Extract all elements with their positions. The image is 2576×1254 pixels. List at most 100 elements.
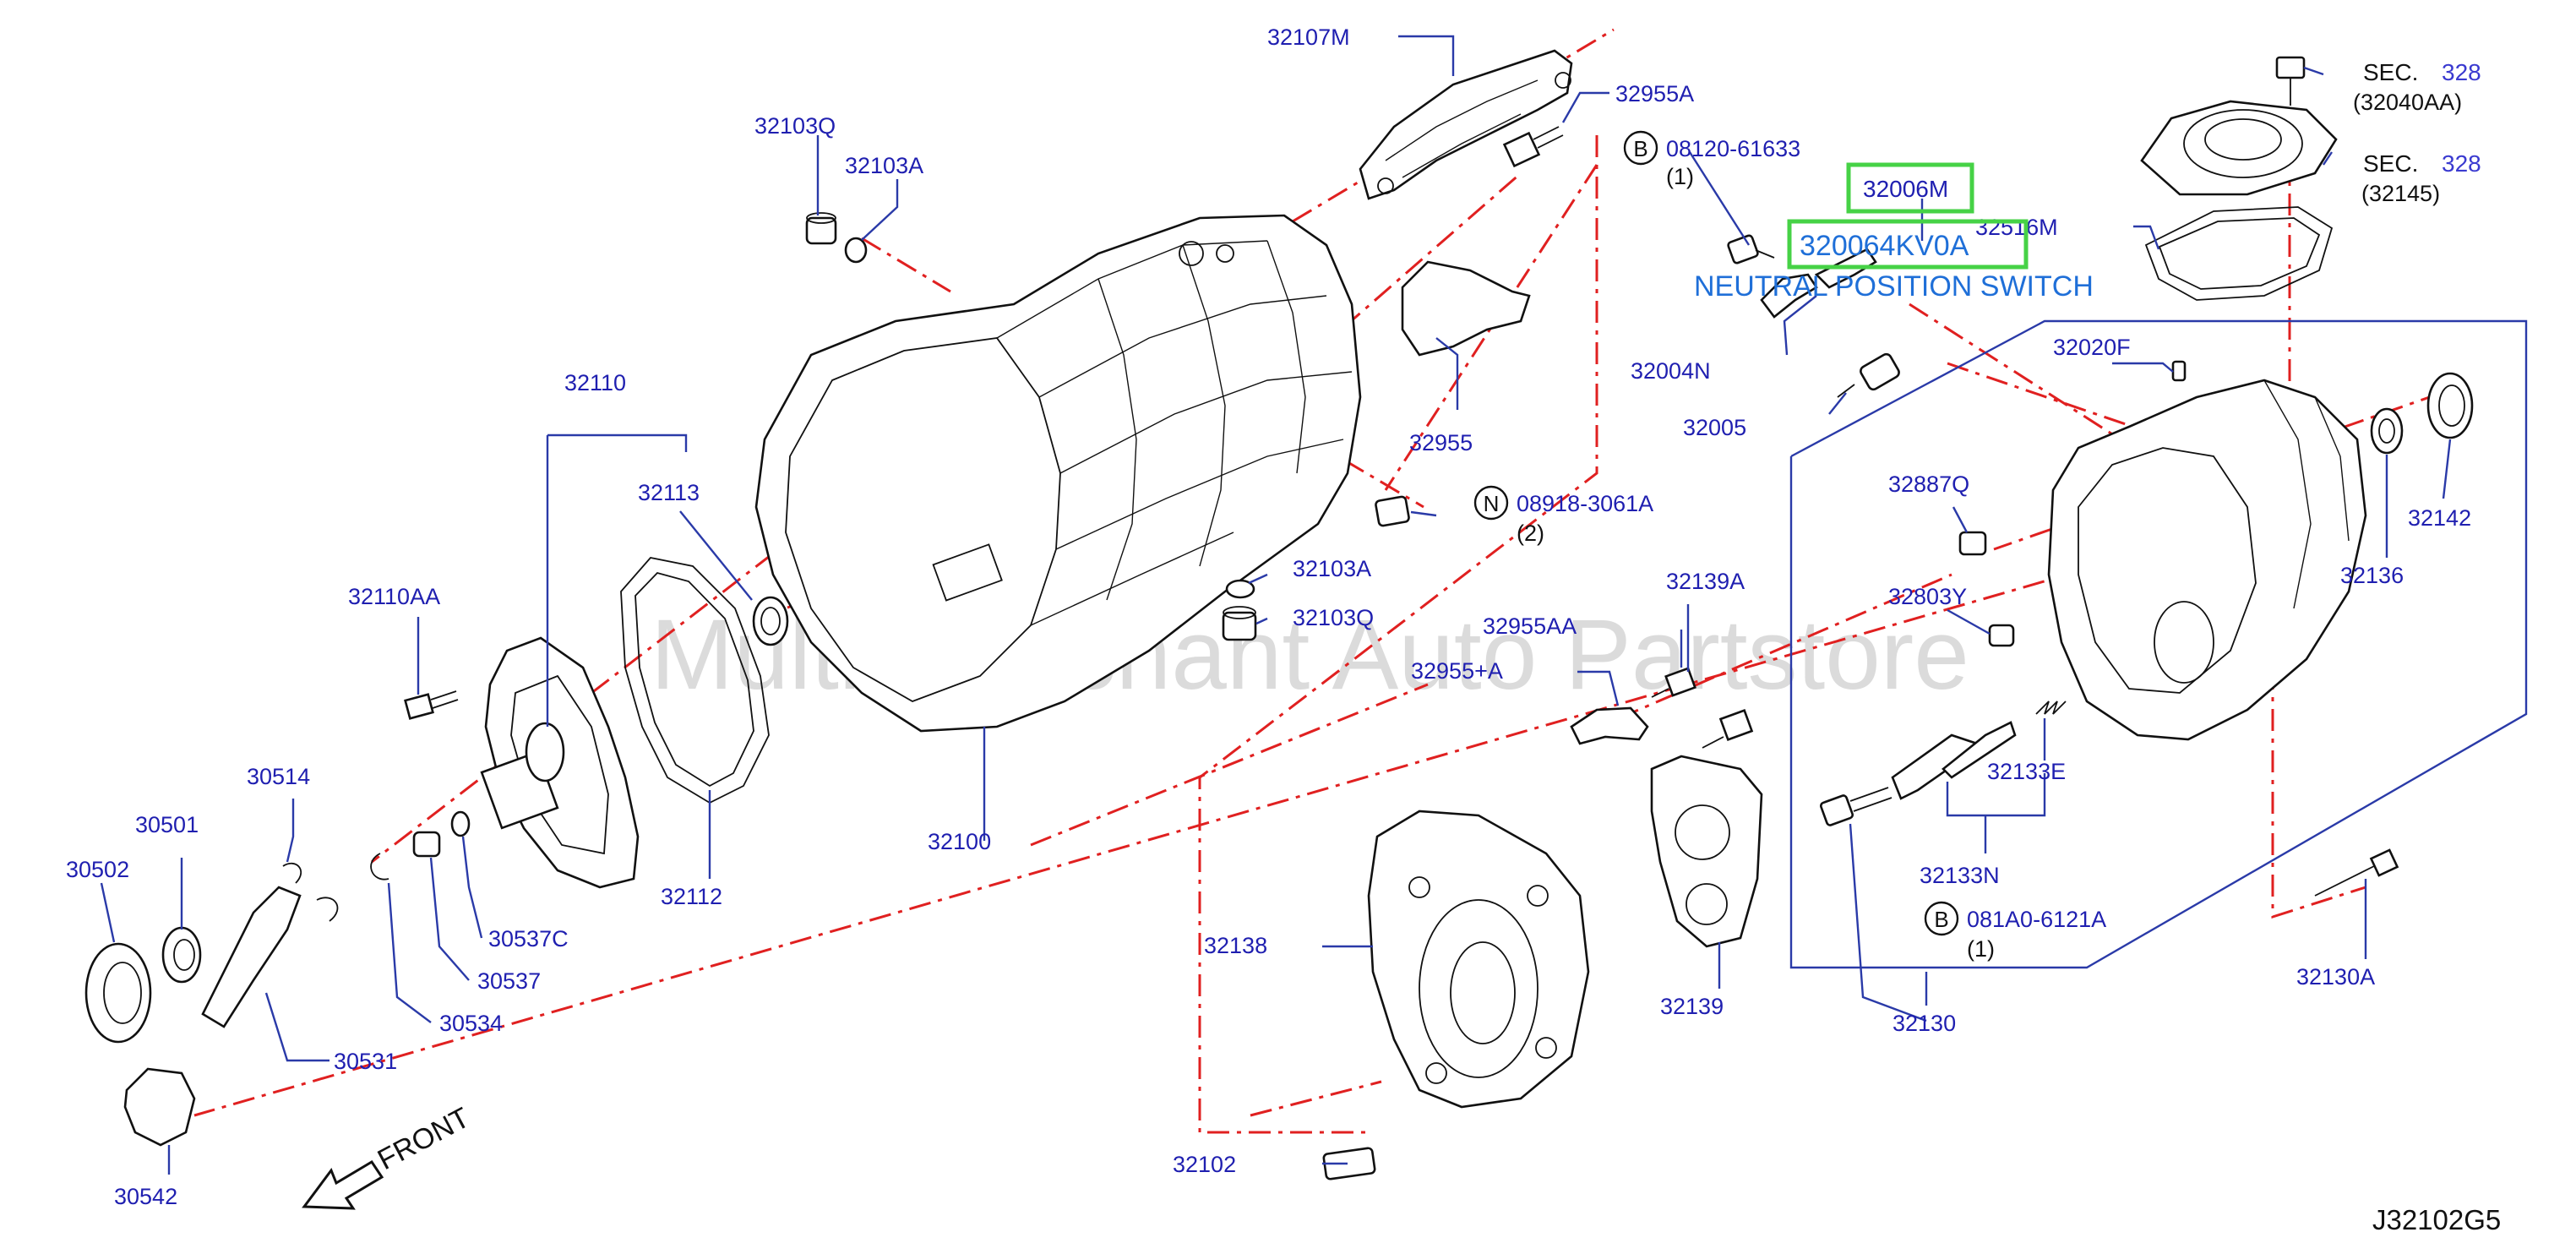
bushing-32887Q[interactable] bbox=[1958, 531, 1987, 556]
label-32955-plus-A[interactable]: 32955+A bbox=[1411, 658, 1503, 684]
fastener-08120-61633[interactable]: B 08120-61633 (1) bbox=[1623, 130, 1800, 189]
bracket-32955-plus-A[interactable] bbox=[1570, 706, 1649, 745]
clip-30534[interactable] bbox=[370, 853, 389, 881]
highlighted-part[interactable]: 32006M 320064KV0A NEUTRAL POSITION SWITC… bbox=[1694, 162, 2094, 303]
spring-30514[interactable] bbox=[282, 862, 339, 922]
lever-32133N[interactable] bbox=[1891, 721, 2017, 800]
fork-30531[interactable] bbox=[201, 886, 302, 1028]
fastener-qty: (1) bbox=[1666, 164, 1694, 189]
plug-08918-3061A[interactable] bbox=[1375, 495, 1410, 527]
pin-32020F[interactable] bbox=[2171, 360, 2187, 382]
front-cover-32110[interactable] bbox=[480, 636, 640, 889]
boot-30542[interactable] bbox=[123, 1067, 196, 1147]
label-32005[interactable]: 32005 bbox=[1683, 415, 1746, 440]
neutral-switch-32005[interactable] bbox=[1837, 352, 1901, 398]
bolt-32955AA[interactable] bbox=[1651, 667, 1696, 698]
label-30514[interactable]: 30514 bbox=[247, 764, 310, 789]
section-ref-32040AA[interactable]: SEC. 328 (32040AA) bbox=[2353, 59, 2481, 115]
label-32112[interactable]: 32112 bbox=[661, 884, 722, 909]
label-32103Q-mid[interactable]: 32103Q bbox=[1293, 605, 1374, 630]
label-32110[interactable]: 32110 bbox=[564, 370, 626, 395]
label-30502[interactable]: 30502 bbox=[66, 857, 129, 882]
label-32955A[interactable]: 32955A bbox=[1615, 81, 1694, 106]
label-32100[interactable]: 32100 bbox=[928, 829, 991, 854]
plug-32103Q-mid[interactable] bbox=[1222, 606, 1257, 641]
block-32102[interactable] bbox=[1322, 1147, 1376, 1180]
label-32103A-top[interactable]: 32103A bbox=[845, 153, 923, 178]
label-32955[interactable]: 32955 bbox=[1409, 430, 1473, 455]
label-32102[interactable]: 32102 bbox=[1173, 1152, 1236, 1177]
spring-32133E[interactable] bbox=[2035, 701, 2067, 715]
label-32103A-mid[interactable]: 32103A bbox=[1293, 556, 1371, 581]
label-32107M[interactable]: 32107M bbox=[1267, 25, 1350, 50]
label-32887Q[interactable]: 32887Q bbox=[1888, 472, 1969, 497]
label-32130[interactable]: 32130 bbox=[1893, 1011, 1956, 1036]
label-32136[interactable]: 32136 bbox=[2340, 563, 2404, 588]
label-32133N[interactable]: 32133N bbox=[1920, 863, 2000, 888]
gasket-32516M[interactable] bbox=[2144, 206, 2334, 301]
bolt-32130A[interactable] bbox=[2314, 848, 2399, 897]
bolt-32955A[interactable] bbox=[1502, 126, 1564, 168]
label-32004N[interactable]: 32004N bbox=[1631, 358, 1711, 384]
label-32110AA[interactable]: 32110AA bbox=[348, 584, 440, 609]
highlight-description: NEUTRAL POSITION SWITCH bbox=[1694, 270, 2094, 303]
bolt-sec-328-top[interactable] bbox=[2275, 56, 2306, 106]
label-30537[interactable]: 30537 bbox=[477, 968, 541, 994]
label-30531[interactable]: 30531 bbox=[334, 1049, 397, 1074]
label-32133E[interactable]: 32133E bbox=[1987, 759, 2066, 784]
label-32103Q-top[interactable]: 32103Q bbox=[754, 113, 836, 139]
label-32139[interactable]: 32139 bbox=[1660, 994, 1724, 1019]
fastener-symbol: N bbox=[1484, 491, 1500, 516]
bearing-30502[interactable] bbox=[84, 942, 152, 1044]
label-30537C[interactable]: 30537C bbox=[488, 926, 569, 951]
section-sub: (32145) bbox=[2361, 181, 2440, 206]
bolt-32139A[interactable] bbox=[1702, 708, 1754, 749]
seal-32136[interactable] bbox=[2370, 407, 2404, 455]
bolt-32110AA[interactable] bbox=[404, 690, 459, 720]
label-32020F[interactable]: 32020F bbox=[2053, 335, 2131, 360]
cover-plate-32040AA[interactable] bbox=[2140, 100, 2338, 196]
washer-32103A-mid[interactable] bbox=[1225, 579, 1255, 599]
seal-32142[interactable] bbox=[2426, 372, 2474, 439]
fastener-08918-3061A[interactable]: N 08918-3061A (2) bbox=[1473, 485, 1653, 546]
fastener-part-number: 081A0-6121A bbox=[1967, 907, 2106, 932]
extension-group-bracket bbox=[1789, 319, 2528, 969]
callout-labels: 32107M 32955A 32103Q 32103A 32110 32113 … bbox=[66, 25, 2471, 1209]
washer-30537C[interactable] bbox=[450, 810, 471, 837]
section-ref-32145[interactable]: SEC. 328 (32145) bbox=[2361, 150, 2481, 206]
gasket-32139[interactable] bbox=[1650, 755, 1763, 948]
label-30534[interactable]: 30534 bbox=[439, 1011, 503, 1036]
label-32113[interactable]: 32113 bbox=[638, 480, 700, 505]
label-32803Y[interactable]: 32803Y bbox=[1888, 584, 1967, 609]
control-housing-32107M[interactable] bbox=[1359, 49, 1573, 200]
label-30542[interactable]: 30542 bbox=[114, 1184, 177, 1209]
pivot-30537[interactable] bbox=[412, 831, 441, 858]
label-30501[interactable]: 30501 bbox=[135, 812, 199, 837]
label-32139A[interactable]: 32139A bbox=[1666, 569, 1745, 594]
gasket-32112[interactable] bbox=[620, 557, 770, 804]
washer-32103A-top[interactable] bbox=[844, 237, 868, 264]
fastener-qty: (1) bbox=[1967, 936, 1995, 962]
label-32142[interactable]: 32142 bbox=[2408, 505, 2471, 531]
plug-32103Q-top[interactable] bbox=[805, 212, 837, 245]
label-32130A[interactable]: 32130A bbox=[2296, 964, 2375, 990]
seal-32113[interactable] bbox=[752, 596, 789, 646]
highlight-part-32006M[interactable]: 32006M bbox=[1863, 176, 1948, 202]
sleeve-30501[interactable] bbox=[161, 926, 202, 984]
bolt-08120-61633[interactable] bbox=[1727, 234, 1775, 264]
highlight-part-320064KV0A[interactable]: 320064KV0A bbox=[1800, 230, 1969, 262]
label-32138[interactable]: 32138 bbox=[1204, 933, 1267, 958]
extension-housing-32130[interactable] bbox=[2047, 379, 2367, 741]
highlight-box-320064KV0A bbox=[1787, 219, 2029, 270]
bushing-32803Y[interactable] bbox=[1988, 624, 2015, 647]
label-32516M[interactable]: 32516M bbox=[1975, 215, 2058, 240]
fastener-symbol-circle bbox=[1623, 130, 1658, 166]
adapter-plate-32138[interactable] bbox=[1367, 810, 1590, 1109]
fastener-081A0-6121A[interactable]: B 081A0-6121A (1) bbox=[1924, 901, 2106, 962]
bolt-081A0-6121A[interactable] bbox=[1820, 787, 1893, 826]
label-32955AA[interactable]: 32955AA bbox=[1483, 613, 1577, 639]
transmission-case-32100[interactable] bbox=[754, 214, 1362, 733]
cover-32955[interactable] bbox=[1401, 260, 1531, 357]
front-indicator: FRONT bbox=[302, 1102, 475, 1210]
